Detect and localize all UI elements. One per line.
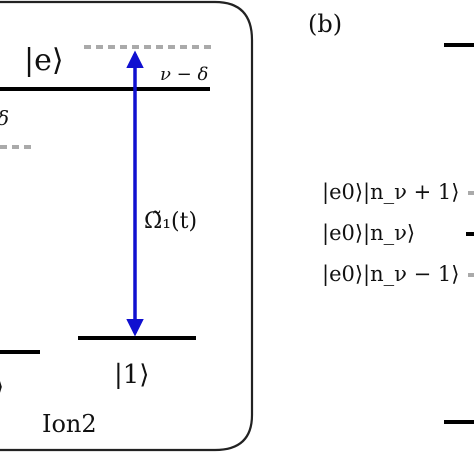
state-label-n-minus-1: |e0⟩|n_ν − 1⟩ [322,262,459,287]
state-label-n: |e0⟩|n_ν⟩ [322,221,415,246]
detuning-upper-label: ν − δ [160,64,208,85]
detuning-lower-label: δ [0,106,9,130]
ion-label: Ion2 [42,410,97,438]
excited-state-label: |e⟩ [24,43,64,78]
panel-b-label: (b) [308,10,342,38]
ion2-frame [0,0,254,452]
ground-state-label: |1⟩ [114,360,149,390]
rabi-frequency-label: Ω̃₁(t) [144,209,197,234]
state-label-n-plus-1: |e0⟩|n_ν + 1⟩ [322,180,459,205]
ground-state-cut-label: ⟩ [0,372,4,402]
